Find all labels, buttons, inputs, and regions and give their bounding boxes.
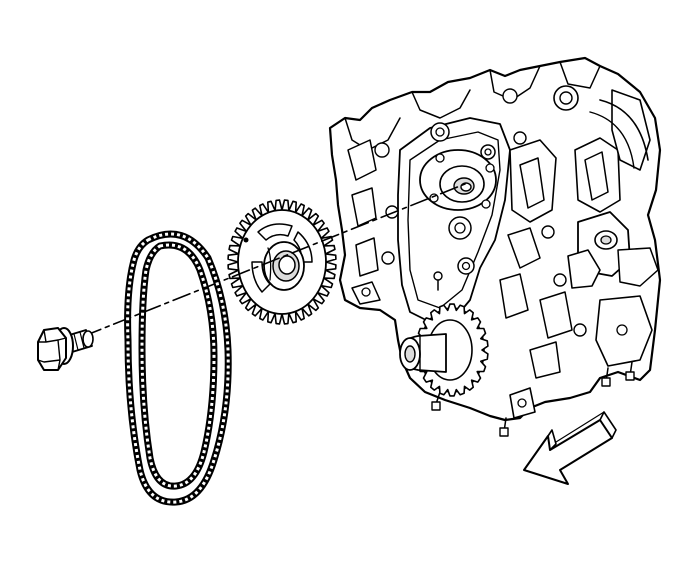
alignment-centerline [83,183,466,337]
arrow-down-left-icon [523,411,617,485]
camshaft-sprocket [227,199,337,325]
crankshaft-sprocket [399,303,489,397]
engine-block [328,56,662,437]
timing-chain [124,230,232,506]
sprocket-bolt [37,327,94,371]
